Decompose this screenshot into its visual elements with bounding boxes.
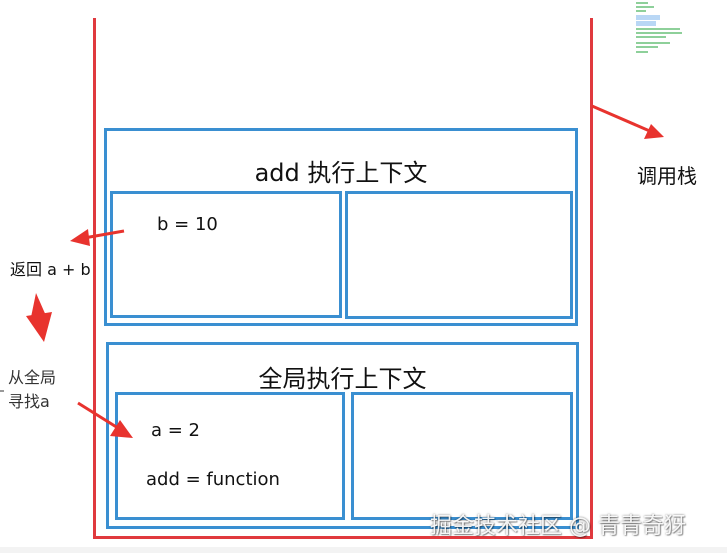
global-lexical-environment <box>351 392 573 520</box>
return-annotation: 返回 a + b <box>10 260 91 279</box>
var-add-text: add = function <box>146 469 280 490</box>
var-a-text: a = 2 <box>151 420 201 441</box>
down-arrow <box>26 293 52 342</box>
add-variable-environment: b = 10 <box>110 191 342 318</box>
call-stack-frame <box>93 18 593 539</box>
lookup-annotation-line1: 从全局 <box>8 368 57 387</box>
add-lexical-environment <box>345 191 573 319</box>
bottom-strip <box>0 547 727 553</box>
global-context-title: 全局执行上下文 <box>258 365 427 393</box>
var-b-text: b = 10 <box>157 214 218 235</box>
call-stack-label: 调用栈 <box>637 164 697 188</box>
lookup-arrow <box>77 401 133 438</box>
watermark: 掘金技术社区 @ 青青奇犽 <box>430 514 686 539</box>
global-execution-context: 全局执行上下文 a = 2 add = function <box>106 342 579 529</box>
add-execution-context: add 执行上下文 b = 10 <box>104 128 578 326</box>
call-stack-arrow <box>591 104 664 139</box>
code-thumbnail <box>636 0 684 56</box>
global-variable-environment: a = 2 add = function <box>115 392 345 520</box>
return-arrow <box>70 229 125 246</box>
add-context-title: add 执行上下文 <box>254 159 428 187</box>
lookup-annotation-line2: 寻找a <box>8 392 50 411</box>
